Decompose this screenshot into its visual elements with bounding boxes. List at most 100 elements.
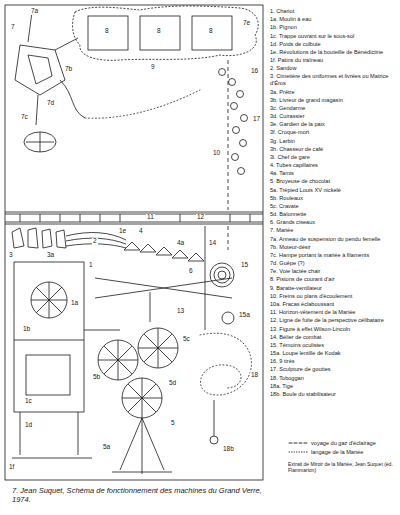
callout-number: 5d bbox=[168, 380, 177, 387]
list-entry: 15. Témoins oculistes bbox=[270, 342, 396, 349]
list-entry: 5d. Baïonnette bbox=[270, 211, 396, 218]
caption: 7. Jean Suquet, Schéma de fonctionnement… bbox=[12, 486, 262, 505]
callout-number: 15 bbox=[240, 262, 249, 269]
list-entry: 7e. Voie lactée chair bbox=[270, 268, 396, 275]
callout-number: 1b bbox=[22, 326, 31, 333]
source-note: Extrait de Miroir de la Mariée, Jean Suq… bbox=[288, 461, 393, 473]
list-entry: 1d. Poids de culbute bbox=[270, 41, 396, 48]
callout-number: 13 bbox=[176, 308, 185, 315]
bride-figure bbox=[15, 12, 85, 152]
oculist-witnesses bbox=[205, 226, 234, 330]
list-entry: 3b. Livreur de grand magasin bbox=[270, 97, 396, 104]
callout-number: 11 bbox=[146, 214, 155, 221]
milky-way-cloud bbox=[73, 6, 259, 60]
list-entry: 7. Mariée bbox=[270, 227, 396, 234]
gas-path bbox=[228, 60, 229, 210]
callout-number: 15a bbox=[238, 312, 251, 319]
legend-sample bbox=[288, 440, 308, 446]
list-entry: 5a. Trépied Louis XV nickelé bbox=[270, 187, 396, 194]
list-entry: 3h. Chasseur de café bbox=[270, 146, 396, 153]
list-entry: 7c. Hampe portant la mariée à filaments bbox=[270, 252, 396, 259]
list-entry: 5b. Rouleaux bbox=[270, 195, 396, 202]
glass-frame bbox=[5, 5, 263, 480]
list-entry: 1. Chariot bbox=[270, 8, 396, 15]
list-entry: 3e. Gardien de la paix bbox=[270, 121, 396, 128]
list-entry: 2. Sandow bbox=[270, 65, 396, 72]
horizon-band bbox=[5, 212, 263, 224]
list-entry: 13. Figure à effet Wilson-Lincoln bbox=[270, 326, 396, 333]
legend: voyage du gaz d'éclairage langage de la M… bbox=[288, 440, 396, 457]
list-entry: 7a. Anneau de suspension du pendu femell… bbox=[270, 236, 396, 243]
list-entry: 17. Sculpture de gouttes bbox=[270, 366, 396, 373]
callout-number: 2 bbox=[92, 238, 98, 245]
callout-number: 5c bbox=[182, 336, 191, 343]
callout-number: 6 bbox=[188, 268, 194, 275]
callout-number: 7c bbox=[20, 114, 29, 121]
list-entry: 18a. Tige bbox=[270, 383, 396, 390]
callout-number: 7 bbox=[10, 24, 16, 31]
callout-number: 12 bbox=[196, 214, 205, 221]
scissors bbox=[95, 278, 232, 322]
callout-number: 8 bbox=[208, 28, 214, 35]
callout-number: 18 bbox=[250, 372, 259, 379]
callout-number: 18b bbox=[222, 446, 235, 453]
list-entry: 18. Toboggan bbox=[270, 375, 396, 382]
list-entry: 10. Freins ou plans d'écoulement bbox=[270, 293, 396, 300]
list-entry: 3d. Cuirassier bbox=[270, 113, 396, 120]
list-entry: 1c. Trappe ouvrant sur le sous-sol bbox=[270, 33, 396, 40]
chocolate-grinder bbox=[98, 328, 178, 474]
callout-number: 10 bbox=[212, 150, 221, 157]
list-entry: 1f. Patins du traîneau bbox=[270, 57, 396, 64]
list-entry: 5. Broyeuse de chocolat bbox=[270, 178, 396, 185]
callout-number: 1d bbox=[24, 422, 33, 429]
callout-number: 1c bbox=[24, 398, 33, 405]
capillary-tubes bbox=[66, 233, 126, 248]
callout-number: 5a bbox=[102, 444, 111, 451]
list-entry: 14. Bélier de combat bbox=[270, 334, 396, 341]
list-entry: 3f. Croque-mort bbox=[270, 129, 396, 136]
legend-text: voyage du gaz d'éclairage bbox=[311, 440, 376, 447]
list-entry: 8. Pistons de courant d'air bbox=[270, 276, 396, 283]
callout-number: 7e bbox=[242, 20, 251, 27]
callout-number: 7d bbox=[46, 100, 55, 107]
list-entry: 10a. Fracas éclaboussant bbox=[270, 301, 396, 308]
malic-molds bbox=[12, 228, 66, 248]
legend-row: voyage du gaz d'éclairage bbox=[288, 440, 396, 447]
numbered-list: 1. Chariot1a. Moulin à eau1b. Pignon1c. … bbox=[270, 8, 396, 399]
list-entry: 3c. Gendarme bbox=[270, 105, 396, 112]
callout-number: 14 bbox=[208, 240, 217, 247]
list-entry: 6. Grands ciseaux bbox=[270, 219, 396, 226]
list-entry: 16. 9 tirés bbox=[270, 358, 396, 365]
callout-number: 9 bbox=[150, 64, 156, 71]
list-entry: 7b. Moteur-désir bbox=[270, 244, 396, 251]
callout-number: 4a bbox=[176, 240, 185, 247]
legend-sample bbox=[288, 449, 308, 455]
nine-shots bbox=[219, 69, 248, 175]
list-entry: 3. Cimetière des uniformes et livrées ou… bbox=[270, 73, 396, 87]
callout-number: 7a bbox=[30, 8, 39, 15]
stabilizer-rod bbox=[214, 400, 215, 436]
list-entry: 12. Ligne de fuite de la perspective cél… bbox=[270, 317, 396, 324]
list-entry: 1b. Pignon bbox=[270, 24, 396, 31]
callout-number: 7b bbox=[64, 66, 73, 73]
list-entry: 18b. Boule du stabilisateur bbox=[270, 391, 396, 398]
callout-number: 5b bbox=[92, 374, 101, 381]
list-entry: 5c. Cravate bbox=[270, 203, 396, 210]
callout-number: 1 bbox=[88, 262, 94, 269]
list-entry: 15a. Loupe lentille de Kodak bbox=[270, 350, 396, 357]
list-entry: 1e. Révolutions de la bouteille de Bénéd… bbox=[270, 49, 396, 56]
toboggan bbox=[200, 333, 251, 395]
list-entry: 7d. Guêpe (?) bbox=[270, 260, 396, 267]
list-entry: 11. Horizon-vêtement de la Mariée bbox=[270, 309, 396, 316]
legend-row: langage de la Mariée bbox=[288, 449, 396, 456]
callout-number: 17 bbox=[252, 116, 261, 123]
callout-number: 3 bbox=[8, 252, 14, 259]
callout-number: 8 bbox=[156, 28, 162, 35]
callout-number: 4 bbox=[138, 228, 144, 235]
callout-number: 16 bbox=[250, 68, 259, 75]
list-entry: 3g. Larbin bbox=[270, 138, 396, 145]
callout-number: 3a bbox=[46, 252, 55, 259]
callout-number: 1e bbox=[118, 228, 127, 235]
sieves bbox=[124, 242, 204, 261]
